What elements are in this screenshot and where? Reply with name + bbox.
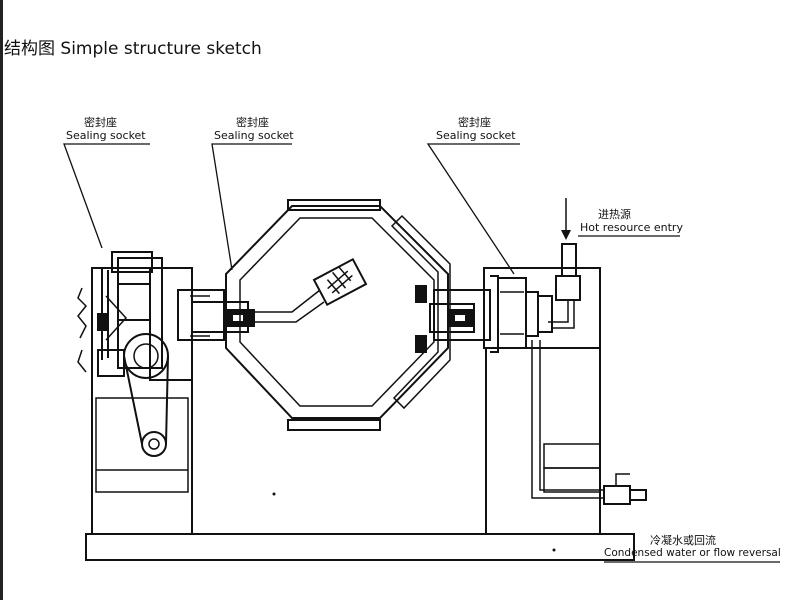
octagon-vessel-inner [239,217,435,407]
left-seal-dark [97,313,107,331]
left-frame [91,267,193,535]
diagram-title: 结构图 Simple structure sketch [4,39,262,59]
page-left-border [0,0,3,600]
base-plate [85,533,635,561]
leader-seal-mid [211,143,292,271]
heating-jacket [390,214,451,410]
right-coupling [429,303,475,333]
drive-belt [123,355,169,445]
condensate-label-en: Condensed water or flow reversal [604,547,781,559]
driven-pulley [141,431,167,457]
right-lower-panel-2 [543,467,601,493]
right-lower-frame [485,347,601,535]
inner-pipe [254,289,325,323]
hot-entry-pipe [548,300,575,329]
right-bearing [497,277,527,349]
seal-right-label-en: Sealing socket [436,129,516,142]
left-top-box [111,251,153,273]
motor-block [97,349,125,377]
leader-seal-left [63,143,150,249]
left-sealing-block [117,257,163,369]
seal-left-label-cn: 密封座 [84,116,117,129]
left-zigzag-chain [77,287,88,373]
hot-entry-valve-top [561,243,577,277]
seal-right-label-cn: 密封座 [458,116,491,129]
condensate-valve [603,485,631,505]
left-frame-inner-panel [95,397,189,493]
vessel-top-port [287,199,381,211]
condensate-label-cn: 冷凝水或回流 [650,534,716,547]
hot-entry-valve-body [555,275,581,301]
hot-entry-arrowhead [561,230,571,240]
seal-mid-label-cn: 密封座 [236,116,269,129]
inner-filter [312,257,368,307]
right-seal-dark-bottom [415,335,427,353]
leader-seal-right [426,143,520,275]
right-frame [483,267,601,349]
right-seal-dark-top [415,285,427,303]
condensate-pipe [531,340,604,499]
right-shaft-housing [433,289,491,341]
octagon-vessel-outer [225,205,449,419]
right-lower-panel [543,443,601,469]
hot-entry-label-en: Hot resource entry [580,221,683,234]
seal-mid-label-en: Sealing socket [214,129,294,142]
vessel-bottom-port [287,419,381,431]
hot-entry-label-cn: 进热源 [598,208,631,221]
seal-left-label-en: Sealing socket [66,129,146,142]
